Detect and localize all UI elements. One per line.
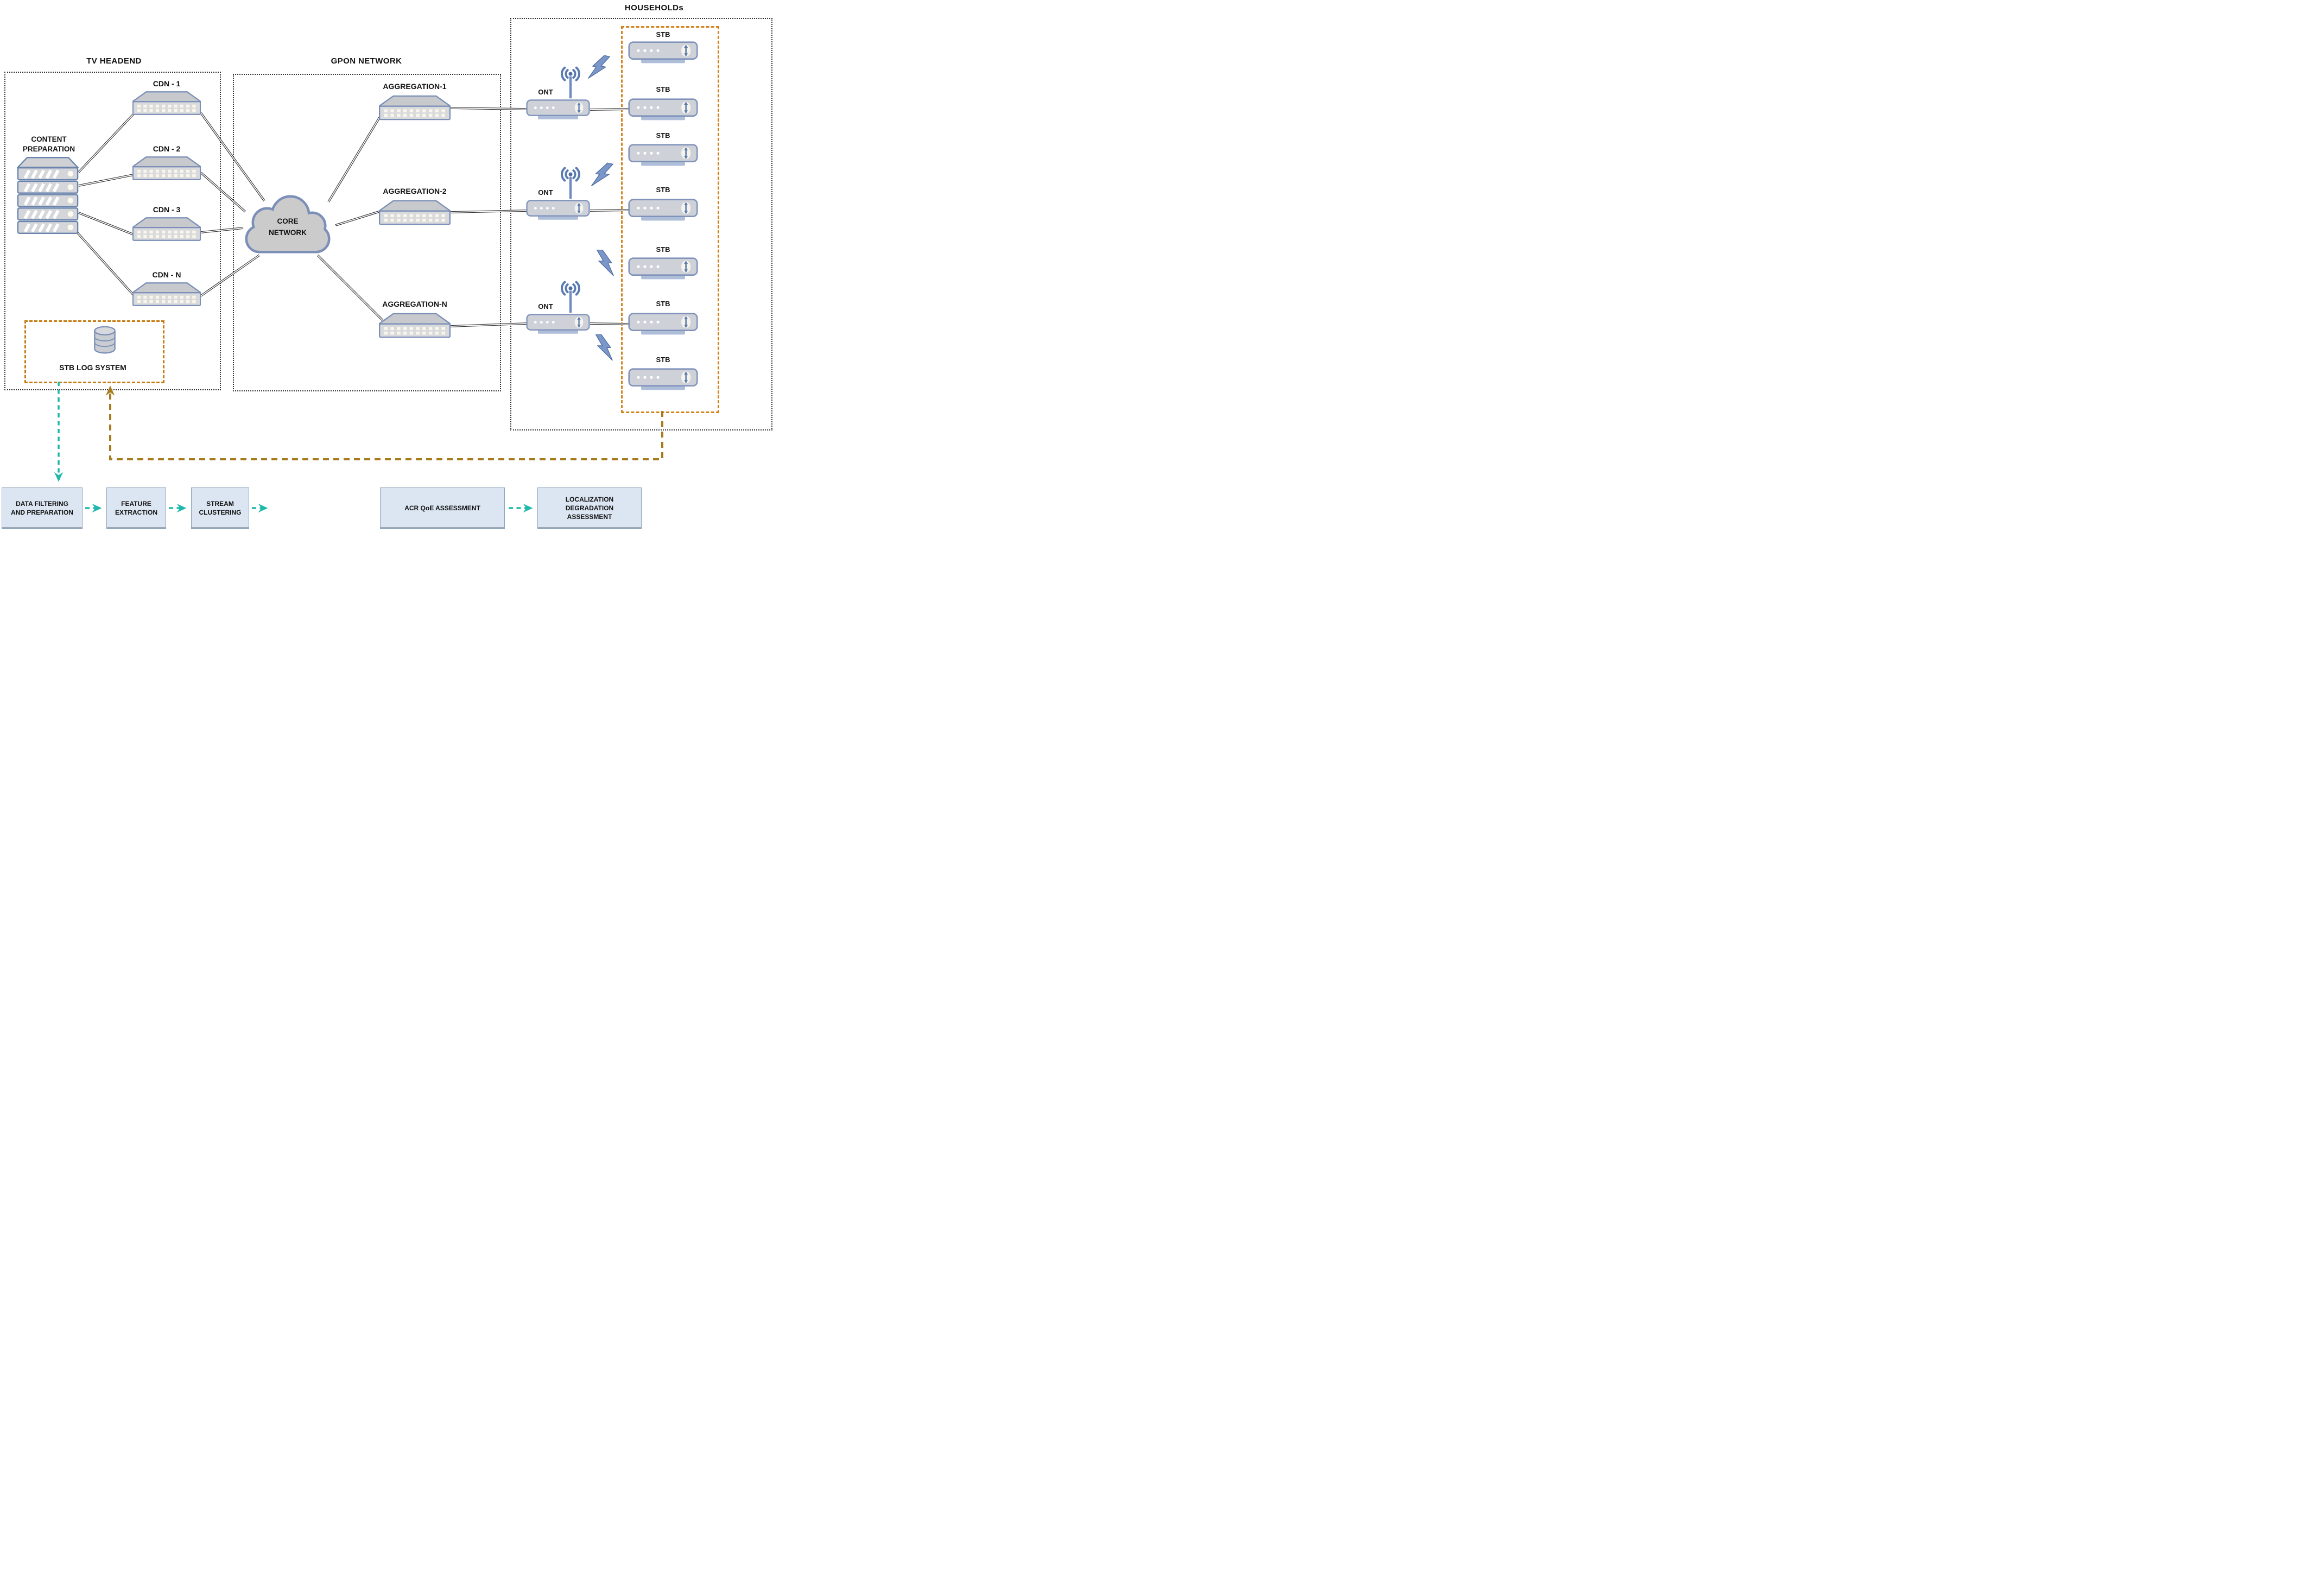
gpon-network-box [233, 74, 501, 391]
cdn-2-switch-icon [132, 156, 201, 181]
aggregation-2-switch-icon [379, 200, 451, 225]
stb-5-label: STB [656, 245, 670, 254]
stb-7-icon [628, 368, 698, 391]
lightning-bolt-icon [587, 53, 610, 83]
cdn-3-label: CDN - 3 [153, 205, 181, 214]
ont-1-router-icon [526, 99, 590, 121]
pipeline-step-acr-qoe-assessment: ACR QoE ASSESSMENT [380, 487, 505, 529]
stb-6-icon [628, 313, 698, 335]
stb-2-icon [628, 98, 698, 121]
ont-3-label: ONT [538, 302, 553, 311]
ont-2-router-icon [526, 200, 590, 221]
stb-4-icon [628, 199, 698, 221]
stb-4-label: STB [656, 186, 670, 194]
stb-5-icon [628, 257, 698, 280]
ont-3-router-icon [526, 314, 590, 335]
gpon-network-title: GPON NETWORK [331, 56, 402, 66]
connection-lines-layer [54, 53, 663, 513]
households-stb-group-box [621, 26, 719, 413]
aggregation-1-label: AGGREGATION-1 [383, 82, 447, 91]
network-architecture-diagram: TV HEADEND GPON NETWORK HOUSEHOLDs [0, 0, 773, 532]
lightning-bolt-icon [597, 250, 614, 276]
lightning-bolt-icon [591, 160, 613, 190]
ont-1-label: ONT [538, 88, 553, 96]
cdn-1-label: CDN - 1 [153, 79, 181, 88]
stb-3-icon [628, 144, 698, 167]
stb-1-icon [628, 41, 698, 64]
wifi-antenna-icon [558, 281, 583, 313]
cdn-n-switch-icon [132, 282, 201, 307]
ont-2-label: ONT [538, 188, 553, 197]
stb-1-label: STB [656, 30, 670, 39]
core-network-cloud-icon [245, 195, 331, 254]
core-network-label: CORE NETWORK [269, 217, 307, 237]
aggregation-n-label: AGGREGATION-N [382, 300, 447, 308]
stb-7-label: STB [656, 356, 670, 364]
aggregation-n-switch-icon [379, 313, 451, 338]
wifi-antenna-icon [558, 167, 583, 199]
households-box [510, 18, 772, 430]
stb-logs-return-path [105, 385, 663, 460]
stb-3-label: STB [656, 131, 670, 140]
lightning-bolt-icon [595, 334, 613, 361]
stb-log-system-label: STB LOG SYSTEM [59, 363, 126, 372]
content-preparation-server-stack-icon [17, 156, 79, 234]
aggregation-1-switch-icon [379, 95, 451, 121]
stb-6-label: STB [656, 300, 670, 308]
aggregation-2-label: AGGREGATION-2 [383, 187, 447, 195]
households-title: HOUSEHOLDs [624, 3, 684, 12]
database-icon [94, 326, 116, 354]
tv-headend-title: TV HEADEND [86, 56, 142, 66]
content-preparation-label: CONTENT PREPARATION [22, 135, 75, 153]
wifi-antenna-icon [558, 66, 583, 99]
cdn-2-label: CDN - 2 [153, 144, 181, 153]
stb-2-label: STB [656, 85, 670, 93]
stb-log-system-box [24, 320, 164, 383]
cdn-1-switch-icon [132, 91, 201, 116]
cdn-3-switch-icon [132, 217, 201, 242]
cdn-n-label: CDN - N [152, 270, 181, 279]
